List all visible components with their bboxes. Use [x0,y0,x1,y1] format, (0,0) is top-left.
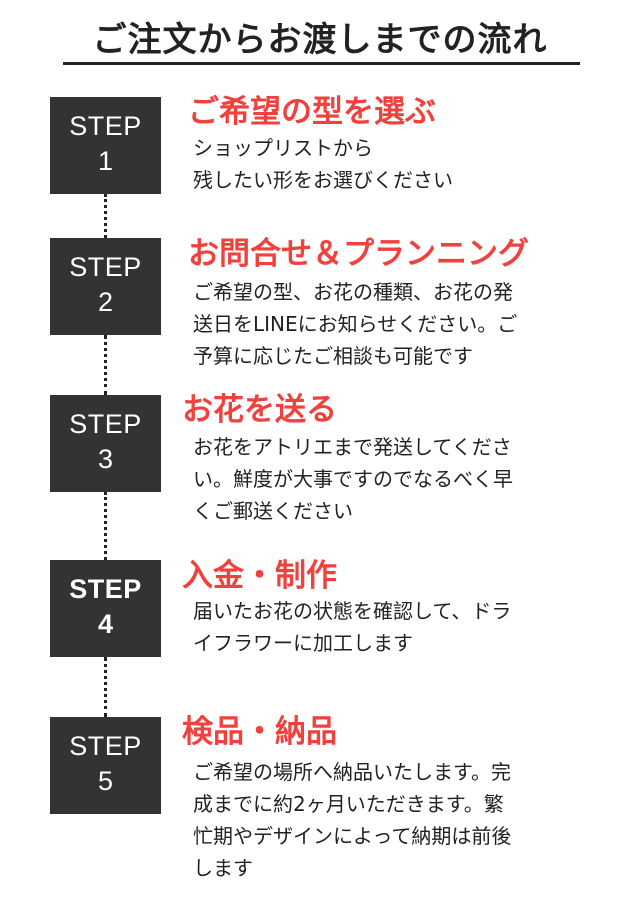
step-badge: STEP 4 [50,560,161,657]
step-description: お花をアトリエまで発送してくださ い。鮮度が大事ですのでなるべく早 くご郵送くだ… [193,431,583,527]
step-description: ご希望の型、お花の種類、お花の発 送日をLINEにお知らせください。ご 予算に応… [193,276,583,372]
step-heading: お問合せ＆プランニング [188,236,529,272]
step-connector [104,657,107,717]
step-connector [104,335,107,395]
description-line: 忙期やデザインによって納期は前後 [193,824,512,848]
step-description: 届いたお花の状態を確認して、ドラ イフラワーに加工します [193,595,583,659]
step-number: 1 [97,146,114,176]
description-line: 予算に応じたご相談も可能です [193,344,473,368]
step-label: STEP [69,574,142,604]
description-line: 届いたお花の状態を確認して、ドラ [193,599,512,623]
description-line: 残したい形をお選びください [193,168,453,192]
description-line: い。鮮度が大事ですのでなるべく早 [193,467,513,491]
step-label: STEP [69,111,142,141]
description-line: ご希望の場所へ納品いたします。完 [193,760,511,784]
step-badge: STEP 2 [50,238,161,335]
description-line: お花をアトリエまで発送してくださ [193,435,512,459]
title-underline [63,62,580,65]
step-label: STEP [69,409,142,439]
description-line: くご郵送ください [193,499,353,523]
step-number: 4 [97,609,114,639]
description-line: します [193,856,253,880]
step-badge: STEP 1 [50,97,161,194]
step-label: STEP [69,252,142,282]
step-number: 5 [97,766,114,796]
step-heading: お花を送る [182,392,337,428]
description-line: 成までに約2ヶ月いただきます。繁 [193,792,504,816]
step-badge: STEP 3 [50,395,161,492]
step-heading: 入金・制作 [182,558,337,594]
step-heading: 検品・納品 [182,714,337,750]
step-number: 2 [97,287,114,317]
description-line: ご希望の型、お花の種類、お花の発 [193,280,513,304]
step-description: ショップリストから 残したい形をお選びください [193,132,583,196]
step-description: ご希望の場所へ納品いたします。完 成までに約2ヶ月いただきます。繁 忙期やデザイ… [193,756,583,884]
page-title: ご注文からお渡しまでの流れ [92,20,548,60]
description-line: 送日をLINEにお知らせください。ご [193,312,518,336]
step-heading: ご希望の型を選ぶ [188,94,436,130]
step-badge: STEP 5 [50,717,161,814]
step-connector [104,194,107,238]
description-line: ショップリストから [193,136,373,160]
step-number: 3 [97,444,114,474]
step-connector [104,492,107,560]
step-label: STEP [69,731,142,761]
description-line: イフラワーに加工します [193,631,413,655]
